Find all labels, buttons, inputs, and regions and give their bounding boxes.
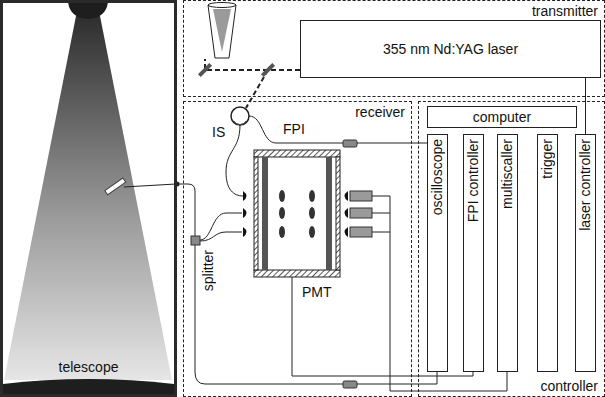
fpi-lens: [309, 226, 315, 238]
optical-fiber: [124, 184, 176, 187]
receiver-group: receiver: [183, 101, 412, 397]
part-label: splitter: [200, 250, 216, 291]
transmitter-group: 355 nm Nd:YAG laser transmitter: [183, 0, 605, 97]
fpi-lens: [279, 207, 285, 219]
signal-cable: [357, 372, 437, 384]
instrument-column: trigger: [537, 134, 558, 372]
instrument-label: multiscaller: [498, 139, 517, 209]
instrument-column: oscilloscope: [427, 134, 448, 372]
node-label: computer: [473, 109, 531, 125]
fpi-lens: [279, 190, 285, 202]
computer-box: computer: [427, 106, 577, 128]
optical-fiber: [226, 125, 243, 196]
instrument-column: FPI controller: [463, 134, 484, 372]
fpi-lens: [309, 207, 315, 219]
instrument-label: oscilloscope: [428, 139, 447, 215]
node-label: 355 nm Nd:YAG laser: [383, 41, 518, 57]
optical-fiber: [249, 116, 343, 143]
output-lens: [345, 191, 349, 201]
telescope-panel: telescope: [0, 0, 177, 397]
input-lens: [243, 227, 247, 237]
pmt-detector: [350, 208, 372, 218]
beam-expander: [208, 5, 236, 58]
instrument-label: FPI controller: [464, 139, 483, 222]
group-title: receiver: [355, 104, 405, 120]
pmt-detector: [350, 191, 372, 201]
part-label: FPI: [283, 121, 305, 137]
fpi-lens: [279, 226, 285, 238]
fpi-frame: [254, 157, 258, 270]
output-lens: [345, 227, 349, 237]
part-label: IS: [212, 124, 225, 140]
laser-box: 355 nm Nd:YAG laser: [300, 20, 601, 78]
fpi-frame: [254, 150, 340, 157]
input-lens: [243, 191, 247, 201]
signal-cable: [357, 143, 427, 144]
beam-expander-cone: [213, 9, 231, 52]
control-cable: [585, 78, 586, 134]
fpi-plate: [262, 157, 268, 270]
fpi-frame: [254, 270, 340, 277]
fold-mirror: [105, 178, 126, 195]
steering-mirror: [198, 63, 212, 77]
group-title: transmitter: [532, 3, 598, 19]
optical-fiber: [200, 213, 242, 240]
node-label: telescope: [59, 359, 119, 375]
part-label: PMT: [302, 284, 332, 300]
fiber-connector: [343, 381, 357, 388]
secondary-mirror: [68, 2, 108, 19]
laser-beam: [205, 59, 300, 70]
integrating-sphere: [231, 107, 249, 125]
pmt-detector: [350, 227, 372, 237]
fpi-plate: [326, 157, 332, 270]
controller-group: computer oscilloscope FPI controller multis…: [418, 101, 605, 397]
fpi-frame: [336, 157, 340, 270]
fpi-lens: [309, 190, 315, 202]
group-title: controller: [540, 378, 598, 394]
optical-fiber: [200, 232, 242, 241]
sphere-shading: [234, 121, 246, 124]
input-lens: [243, 208, 247, 218]
splitter-fiber: [177, 184, 343, 384]
fiber-connector: [343, 140, 357, 147]
instrument-column: multiscaller: [497, 134, 518, 372]
fiber-coupler: [191, 236, 200, 245]
instrument-label: trigger: [538, 139, 557, 179]
beam-splitter-mirror: [261, 63, 275, 77]
instrument-label: laser controller: [576, 139, 595, 231]
expander-lens: [208, 3, 236, 8]
output-lens: [345, 208, 349, 218]
instrument-column: laser controller: [575, 134, 596, 372]
light-beam: [4, 16, 172, 380]
